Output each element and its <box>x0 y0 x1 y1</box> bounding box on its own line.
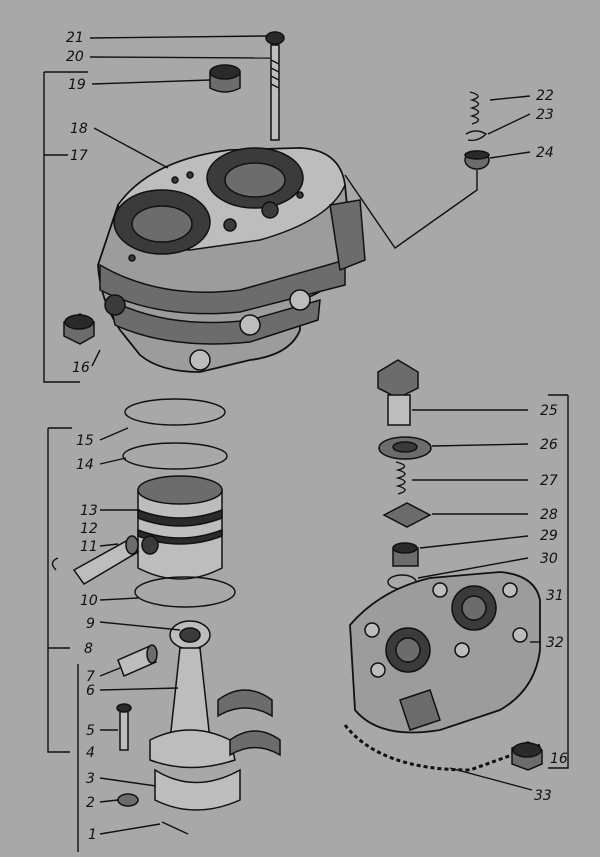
plug-29 <box>392 542 419 567</box>
label-16-upper: 16 <box>72 360 90 376</box>
plate-28 <box>382 502 432 528</box>
leader-lines <box>43 35 569 852</box>
label-1: 1 <box>88 827 97 843</box>
cotter-pin-1 <box>161 821 189 835</box>
piston-13 <box>137 475 223 580</box>
label-10: 10 <box>80 593 98 609</box>
ring-10 <box>134 576 236 608</box>
label-33: 33 <box>534 788 552 804</box>
stud-20-21 <box>265 31 285 141</box>
bushing-19 <box>209 64 241 93</box>
valve-25 <box>377 359 419 426</box>
label-16-lower: 16 <box>550 751 568 767</box>
label-28: 28 <box>540 507 558 523</box>
seat-26 <box>378 436 432 460</box>
label-3: 3 <box>86 771 95 787</box>
label-7: 7 <box>86 669 95 685</box>
label-30: 30 <box>540 551 558 567</box>
label-18: 18 <box>70 121 88 137</box>
bolt-5 <box>116 703 132 751</box>
bearing-shells-9 <box>217 689 281 757</box>
spring-27 <box>395 461 406 495</box>
nut-2 <box>117 793 139 807</box>
label-17: 17 <box>70 148 88 164</box>
cylinder-block <box>97 147 366 373</box>
piston-rings-14-15 <box>122 398 228 470</box>
label-26: 26 <box>540 437 558 453</box>
label-23: 23 <box>536 107 554 123</box>
plug-16-lower <box>511 741 543 771</box>
label-14: 14 <box>76 457 94 473</box>
label-24: 24 <box>536 145 554 161</box>
label-19: 19 <box>68 77 86 93</box>
label-12: 12 <box>80 521 98 537</box>
connecting-rod-6 <box>149 620 236 769</box>
label-6: 6 <box>86 683 95 699</box>
valve-assembly-22-24 <box>464 91 490 170</box>
label-20: 20 <box>66 49 84 65</box>
label-5: 5 <box>86 723 95 739</box>
label-27: 27 <box>540 473 558 489</box>
part-number-labels: 21 20 19 18 17 16 22 23 24 15 14 13 12 1… <box>66 30 568 843</box>
label-15: 15 <box>76 433 94 449</box>
cylinder-head-32 <box>349 571 541 734</box>
label-8: 8 <box>84 641 93 657</box>
label-22: 22 <box>536 88 554 104</box>
label-31: 31 <box>546 588 564 604</box>
label-4: 4 <box>86 745 95 761</box>
piston-pin-11 <box>72 535 140 585</box>
plug-16-upper <box>63 313 95 345</box>
label-29: 29 <box>540 528 558 544</box>
gasket-33 <box>343 724 541 772</box>
label-32: 32 <box>546 635 564 651</box>
label-21: 21 <box>66 30 84 46</box>
label-13: 13 <box>80 503 98 519</box>
rod-cap-3 <box>154 768 241 811</box>
label-2: 2 <box>86 795 95 811</box>
label-9: 9 <box>86 616 95 632</box>
label-11: 11 <box>80 539 98 555</box>
circlip-12 <box>51 557 59 571</box>
label-25: 25 <box>540 403 558 419</box>
bushing-7 <box>117 644 158 678</box>
